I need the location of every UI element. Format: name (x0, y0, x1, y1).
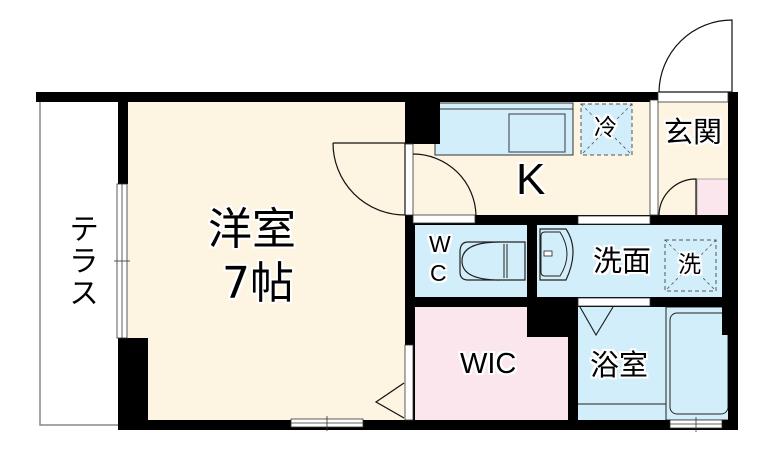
wc-label-w: W (429, 231, 451, 257)
bathtub-fixture (578, 306, 733, 421)
washroom-label: 洗面 (593, 244, 652, 278)
terrace-label: テラス (63, 213, 98, 309)
toilet-fixture (459, 241, 526, 281)
western-room-label: 洋室 (208, 204, 296, 255)
kitchen-label: K (516, 155, 546, 204)
washer-label: 洗 (678, 252, 701, 278)
refrigerator-space (580, 103, 633, 156)
kitchen-counter (434, 102, 574, 156)
openings (114, 91, 729, 432)
washer-space (664, 239, 717, 292)
entrance-label: 玄関 (664, 115, 723, 149)
shoe-box (696, 178, 734, 217)
refrigerator-label: 冷 (594, 115, 617, 141)
bathroom-label: 浴室 (590, 348, 649, 382)
wic-label: WIC (460, 348, 517, 380)
washbasin-fixture (539, 228, 574, 281)
wc-label-c: C (430, 260, 447, 286)
terrace-area (39, 100, 118, 426)
door-swings (332, 19, 733, 419)
kitchen-sink (508, 113, 566, 153)
western-room-size: 7帖 (222, 258, 294, 309)
walls (36, 92, 738, 430)
western-room-floor (122, 100, 412, 420)
